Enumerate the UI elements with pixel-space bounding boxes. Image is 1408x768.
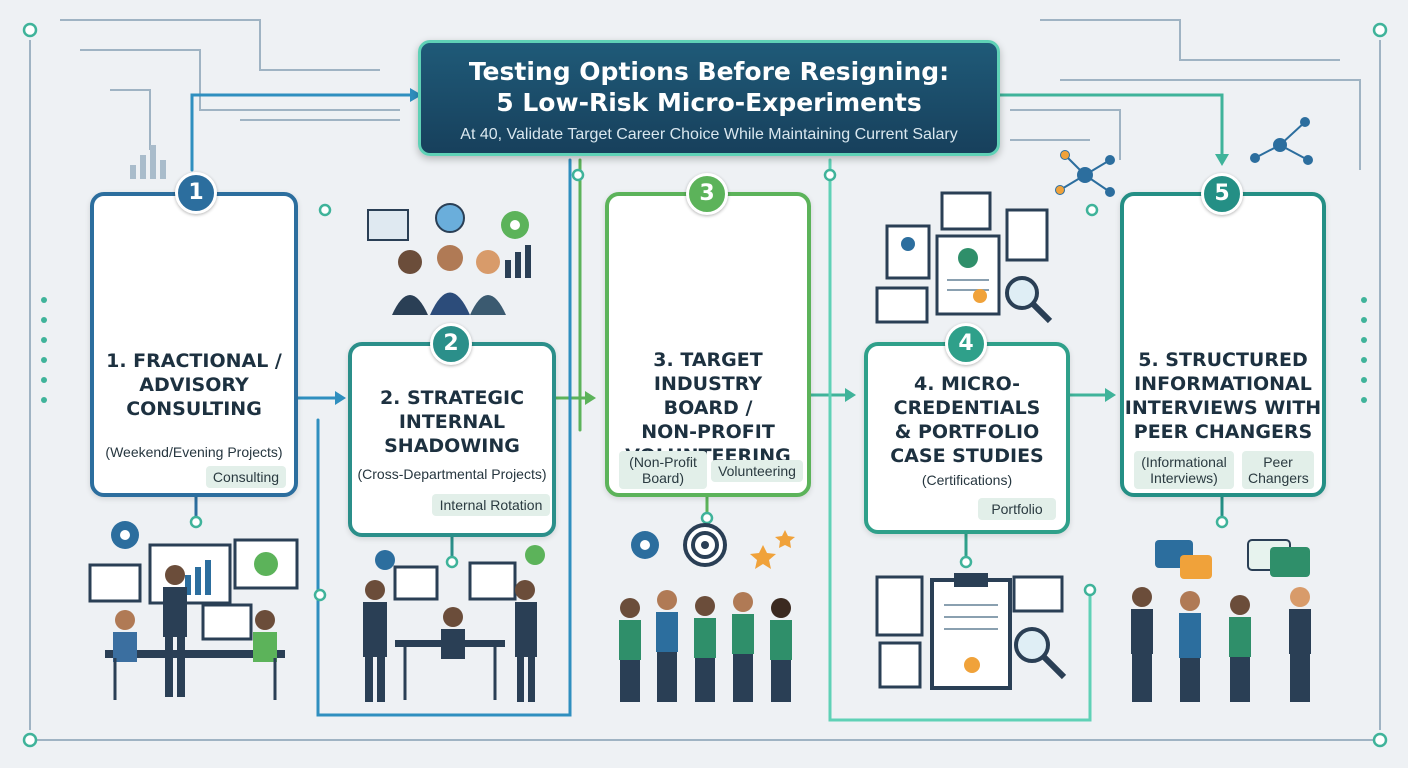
card-5-tag-line: Changers xyxy=(1248,470,1309,486)
card-5-title: 5. Structured Informational Interviews w… xyxy=(1124,348,1322,444)
card-1-detail: (Weekend/Evening Projects) xyxy=(105,444,283,460)
card-2-detail: (Cross-Departmental Projects) xyxy=(357,466,547,482)
card-5-tag-line: Interviews) xyxy=(1150,470,1218,486)
title-banner: Testing Options Before Resigning: 5 Low-… xyxy=(418,40,1000,156)
step-badge-3: 3 xyxy=(686,173,728,215)
portfolio-clipboard-illustration xyxy=(875,573,1067,690)
card-3-title-line: Board / xyxy=(663,397,753,419)
experiment-card-3: 3. Target Industry Board / Non-Profit Vo… xyxy=(605,192,811,497)
card-5-tag-line: (Informational xyxy=(1141,454,1227,470)
card-1-title-line: Consulting xyxy=(126,398,262,420)
card-3-tag-volunteering: Volunteering xyxy=(711,460,803,482)
card-2-title-line: 2. Strategic xyxy=(379,387,525,409)
page-title-line-1: Testing Options Before Resigning: xyxy=(468,57,950,86)
card-4-title-line: & Portfolio xyxy=(894,421,1040,443)
card-2-tag: Internal Rotation xyxy=(432,494,550,516)
card-2-title: 2. Strategic Internal Shadowing xyxy=(352,386,552,458)
experiment-card-2: 2. Strategic Internal Shadowing (Cross-D… xyxy=(348,342,556,537)
certificates-illustration xyxy=(875,191,1053,324)
card-3-tag-board: (Non-Profit Board) xyxy=(619,451,707,489)
card-5-tag-line: Peer xyxy=(1263,454,1293,470)
card-1-title: 1. Fractional / Advisory Consulting xyxy=(94,349,294,421)
card-3-title-line: 3. Target Industry xyxy=(653,349,763,395)
page-subtitle: At 40, Validate Target Career Choice Whi… xyxy=(460,126,958,143)
consulting-meeting-illustration xyxy=(88,521,299,700)
card-5-title-line: Peer Changers xyxy=(1133,421,1313,443)
volunteer-team-illustration xyxy=(619,523,795,702)
card-4-title-line: Credentials xyxy=(893,397,1041,419)
card-1-tag: Consulting xyxy=(206,466,286,488)
card-5-tag-interviews: (Informational Interviews) xyxy=(1134,451,1234,489)
card-1-title-line: 1. Fractional / xyxy=(106,350,282,372)
shadowing-office-illustration xyxy=(363,545,545,702)
card-4-detail: (Certifications) xyxy=(921,472,1013,488)
card-4-tag: Portfolio xyxy=(978,498,1056,520)
card-3-title: 3. Target Industry Board / Non-Profit Vo… xyxy=(609,348,807,468)
card-5-title-line: Interviews with xyxy=(1124,397,1322,419)
step-badge-2: 2 xyxy=(430,323,472,365)
card-2-title-line: Internal xyxy=(398,411,506,433)
card-5-tag-peers: Peer Changers xyxy=(1242,451,1314,489)
page-title-line-2: 5 Low-Risk Micro-Experiments xyxy=(496,88,922,117)
card-5-title-line: 5. Structured xyxy=(1138,349,1308,371)
card-3-title-line: Non-Profit xyxy=(641,421,775,443)
experiment-card-5: 5. Structured Informational Interviews w… xyxy=(1120,192,1326,497)
card-3-tag-line: Board) xyxy=(641,470,685,486)
card-4-title-line: Case Studies xyxy=(890,445,1044,467)
card-4-title: 4. Micro- Credentials & Portfolio Case S… xyxy=(868,372,1066,468)
card-5-title-line: Informational xyxy=(1134,373,1312,395)
experiment-card-4: 4. Micro- Credentials & Portfolio Case S… xyxy=(864,342,1070,534)
team-shadowing-illustration xyxy=(367,203,531,315)
card-3-tag-line: (Non-Profit xyxy=(629,454,697,470)
peer-interviews-illustration xyxy=(1131,539,1311,702)
card-2-title-line: Shadowing xyxy=(384,435,520,457)
step-badge-4: 4 xyxy=(945,323,987,365)
card-1-title-line: Advisory xyxy=(139,374,249,396)
card-4-title-line: 4. Micro- xyxy=(914,373,1020,395)
step-badge-5: 5 xyxy=(1201,173,1243,215)
experiment-card-1: 1. Fractional / Advisory Consulting (Wee… xyxy=(90,192,298,497)
step-badge-1: 1 xyxy=(175,172,217,214)
